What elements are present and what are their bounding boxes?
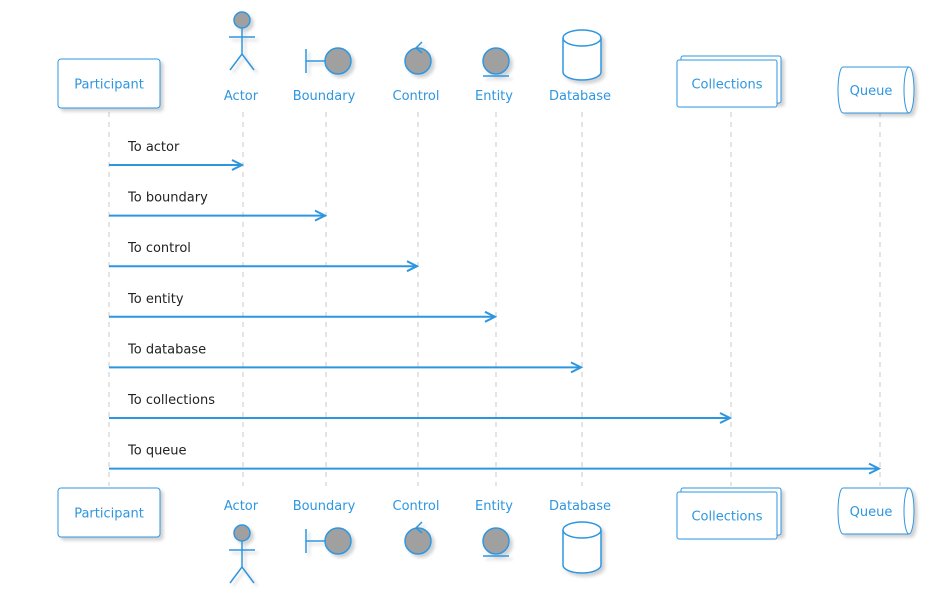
message-label: To control [127, 241, 191, 256]
participant-collections-bottom: Collections [676, 487, 782, 540]
message-label: To collections [127, 393, 215, 408]
participant-actor-top: Actor [224, 11, 259, 104]
arrow-head-icon [314, 209, 328, 222]
participant-collections-label: Collections [691, 78, 762, 93]
queue-box: Queue [837, 66, 915, 114]
arrow-head-icon [868, 462, 882, 475]
message-label: To queue [127, 444, 187, 459]
collections-box: Collections [676, 55, 782, 108]
actor-icon [229, 11, 255, 71]
message-actor: To actor [109, 140, 245, 171]
participant-database-bottom: Database [549, 499, 611, 574]
participant-database-label: Database [549, 499, 611, 514]
participant-control-label: Control [393, 89, 440, 104]
arrow-head-icon [719, 412, 733, 424]
message-label: To database [127, 342, 206, 357]
arrow-head-icon [231, 159, 245, 171]
participant-collections-label: Collections [691, 510, 762, 525]
participant-participant-label: Participant [74, 507, 144, 522]
boundary-icon [305, 527, 352, 555]
participant-database-label: Database [549, 89, 611, 104]
participant-queue-label: Queue [850, 505, 893, 520]
actor-icon [229, 524, 255, 584]
message-database: To database [109, 342, 584, 374]
participant-queue-label: Queue [850, 84, 893, 99]
message-queue: To queue [109, 444, 882, 475]
participant-entity-bottom: Entity [475, 499, 513, 557]
participant-control-label: Control [393, 499, 440, 514]
participant-box: Participant [57, 487, 161, 538]
participant-queue-top: Queue [837, 66, 915, 114]
message-collections: To collections [109, 393, 733, 424]
participant-participant-label: Participant [74, 78, 144, 93]
participant-entity-label: Entity [475, 89, 513, 104]
participant-actor-label: Actor [224, 89, 259, 104]
participant-database-top: Database [549, 29, 611, 104]
arrow-head-icon [406, 260, 420, 273]
entity-icon [482, 47, 510, 77]
participant-queue-bottom: Queue [837, 487, 915, 535]
arrow-head-icon [484, 310, 498, 323]
participant-boundary-label: Boundary [293, 89, 356, 104]
boundary-icon [305, 47, 352, 75]
participant-actor-bottom: Actor [224, 499, 259, 584]
participant-entity-top: Entity [475, 47, 513, 104]
control-icon [404, 521, 432, 555]
database-icon [562, 29, 602, 81]
entity-icon [482, 527, 510, 557]
message-label: To actor [127, 140, 180, 155]
participant-boundary-label: Boundary [293, 499, 356, 514]
control-icon [404, 41, 432, 75]
queue-box: Queue [837, 487, 915, 535]
participant-box: Participant [57, 58, 161, 109]
arrow-head-icon [570, 361, 584, 374]
database-icon [562, 521, 602, 574]
message-label: To entity [127, 292, 184, 307]
participant-actor-label: Actor [224, 499, 259, 514]
message-boundary: To boundary [109, 191, 328, 222]
participant-collections-top: Collections [676, 55, 782, 108]
collections-box: Collections [676, 487, 782, 540]
participant-boundary-top: Boundary [293, 47, 356, 104]
participant-control-top: Control [393, 41, 440, 104]
participant-boundary-bottom: Boundary [293, 499, 356, 555]
participant-participant-bottom: Participant [57, 487, 161, 538]
participant-control-bottom: Control [393, 499, 440, 555]
message-label: To boundary [127, 191, 208, 206]
participant-participant-top: Participant [57, 58, 161, 109]
message-entity: To entity [109, 292, 498, 323]
message-control: To control [109, 241, 420, 273]
participant-entity-label: Entity [475, 499, 513, 514]
